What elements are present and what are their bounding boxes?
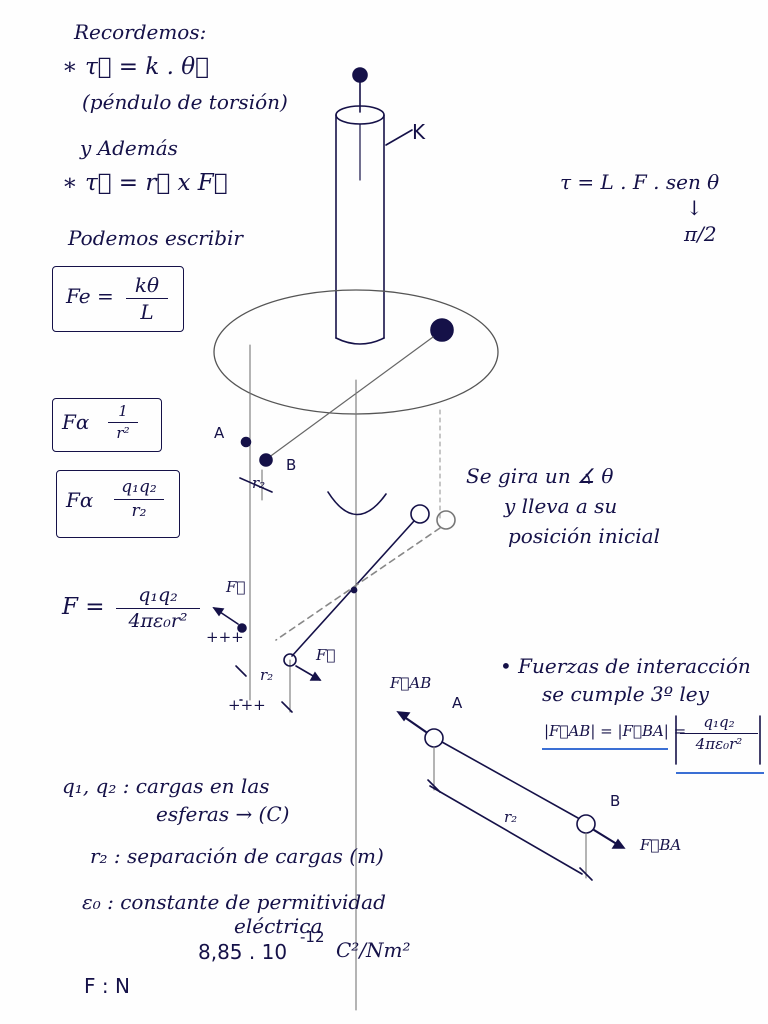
upper-rod [267, 336, 434, 459]
legend-e-line2: eléctrica [234, 914, 323, 938]
legend-e-unit: C²/Nm² [336, 938, 411, 962]
prop2-lhs: Fα [66, 488, 94, 512]
rotation-arc [327, 491, 387, 516]
sphere-b-bottom [283, 653, 297, 667]
label-f-down: F⃗ [316, 646, 336, 664]
recordemos-heading: Recordemos: [74, 20, 207, 44]
legend-f-unit: F : N [84, 974, 130, 998]
label-b-top: B [286, 456, 297, 474]
legend-e-value: 8,85 . 10 [198, 940, 288, 964]
torque-cross-formula: ∗ τ⃗ = r⃗ x F⃗ [62, 170, 228, 196]
legend-q-line2: esferas → (C) [156, 802, 290, 826]
label-b-interaction: B [610, 792, 621, 810]
interaction-sphere-b [576, 814, 596, 834]
prop1-numerator: 1 [118, 402, 128, 420]
sphere-b-top [259, 453, 273, 467]
sphere-a-bottom [237, 623, 247, 633]
podemos-escribir-note: Podemos escribir [68, 226, 243, 250]
k-pointer [385, 129, 413, 146]
coulomb-numerator: q₁q₂ [138, 584, 178, 606]
label-r2-mid: r₂ [260, 666, 274, 684]
legend-e-exp: -12 [300, 928, 325, 946]
interaction-title: • Fuerzas de interacción [500, 654, 751, 678]
pendulo-torsion-note: (péndulo de torsión) [82, 90, 288, 114]
label-f-up: F⃗ [226, 578, 246, 596]
plus-charges-1: +++ [206, 628, 244, 646]
fe-denominator: L [140, 300, 154, 324]
proportional-q-box [56, 470, 180, 538]
equation-underline-left [542, 748, 668, 750]
rotation-note-1: Se gira un ∡ θ [466, 464, 614, 488]
equation-underline-right [676, 772, 764, 774]
y-ademas-note: y Además [80, 136, 178, 160]
prop1-fraction: 1 r² [108, 403, 138, 441]
fe-lhs: Fe = [66, 284, 114, 308]
label-a-top: A [214, 424, 225, 442]
fe-fraction: kθ L [126, 274, 168, 323]
upper-sphere [430, 318, 454, 342]
prop1-denominator: r² [116, 423, 130, 442]
coulomb-lhs: F = [62, 594, 105, 620]
legend-r-line: r₂ : separación de cargas (m) [90, 844, 384, 868]
rotation-note-2: y lleva a su [504, 494, 618, 518]
label-r2-interaction: r₂ [504, 808, 518, 826]
third-law-note: se cumple 3º ley [542, 682, 709, 706]
interaction-rod [441, 741, 579, 819]
top-knob [352, 67, 368, 83]
fe-formula-box [52, 266, 184, 332]
original-sphere [436, 510, 456, 530]
prop2-denominator: r₂ [131, 500, 147, 521]
prop2-fraction: q₁q₂ r₂ [114, 478, 164, 520]
label-a-interaction: A [452, 694, 463, 712]
prop1-lhs: Fα [62, 410, 90, 434]
label-fab: F⃗AB [390, 674, 432, 692]
fe-numerator: kθ [134, 273, 160, 297]
prop2-numerator: q₁q₂ [121, 477, 157, 497]
interaction-sphere-a [424, 728, 444, 748]
coulomb-denominator: 4πε₀r² [128, 609, 188, 632]
legend-q-line1: q₁, q₂ : cargas en las [62, 774, 270, 798]
torque-sin-formula: τ = L . F . sen θ [560, 170, 720, 194]
torque-k-theta-formula: ∗ τ⃗ = k . θ⃗ [62, 54, 209, 80]
plus-charges-2: +++ [228, 696, 266, 714]
interaction-denominator: 4πε₀r² [695, 734, 743, 753]
interaction-dimension [429, 785, 583, 875]
pi-half: π/2 [684, 222, 717, 246]
coulomb-fraction: q₁q₂ 4πε₀r² [116, 585, 200, 632]
rotation-note-3: posición inicial [508, 524, 660, 548]
interaction-fraction: q₁q₂ 4πε₀r² [680, 714, 758, 752]
interaction-equation-lhs: |F⃗AB| = |F⃗BA| = [544, 722, 687, 740]
interaction-numerator: q₁q₂ [703, 713, 735, 731]
rotated-sphere [410, 504, 430, 524]
label-fba: F⃗BA [640, 836, 682, 854]
legend-e-line1: ε₀ : constante de permitividad [82, 890, 386, 914]
original-rod [275, 527, 441, 641]
arrow-down: ↓ [686, 196, 703, 220]
column-bottom [335, 337, 385, 345]
label-k: K [412, 120, 426, 144]
label-r2-top: r₂ [252, 474, 266, 492]
proportional-r-box [52, 398, 162, 452]
sphere-a-top [240, 436, 252, 448]
